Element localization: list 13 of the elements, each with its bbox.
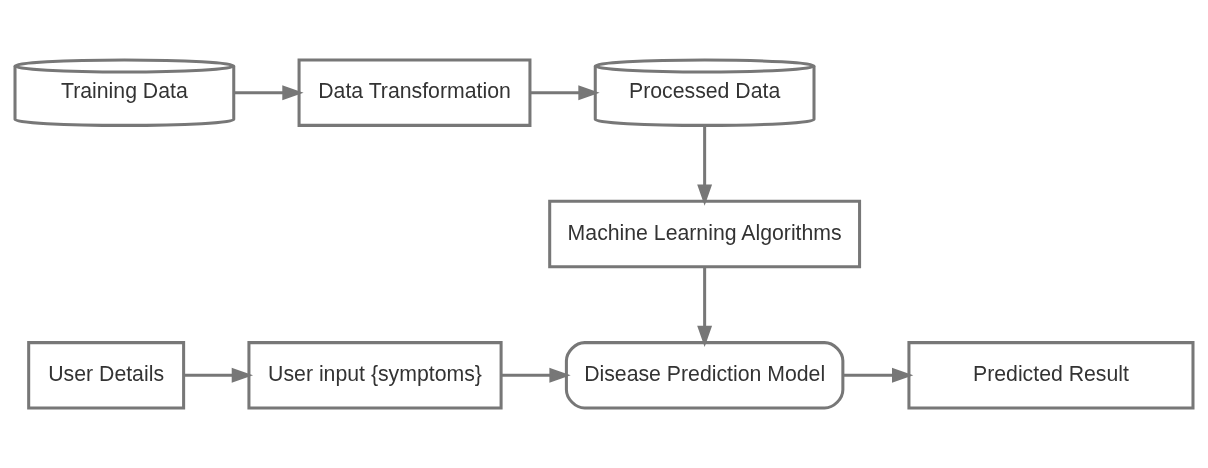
arrow bbox=[842, 367, 914, 383]
node-box: Data Transformation bbox=[297, 58, 532, 127]
node-box: Machine Learning Algorithms bbox=[548, 199, 862, 269]
arrow bbox=[697, 266, 713, 348]
arrow bbox=[530, 85, 600, 101]
node-box: Disease Prediction Model bbox=[564, 341, 845, 410]
arrow bbox=[501, 367, 571, 383]
node-box: Predicted Result bbox=[907, 341, 1195, 410]
node-box: User Details bbox=[27, 341, 186, 410]
arrow bbox=[697, 125, 713, 206]
arrow bbox=[234, 85, 304, 101]
node-box: User input {symptoms} bbox=[247, 341, 503, 410]
arrow bbox=[184, 367, 254, 383]
